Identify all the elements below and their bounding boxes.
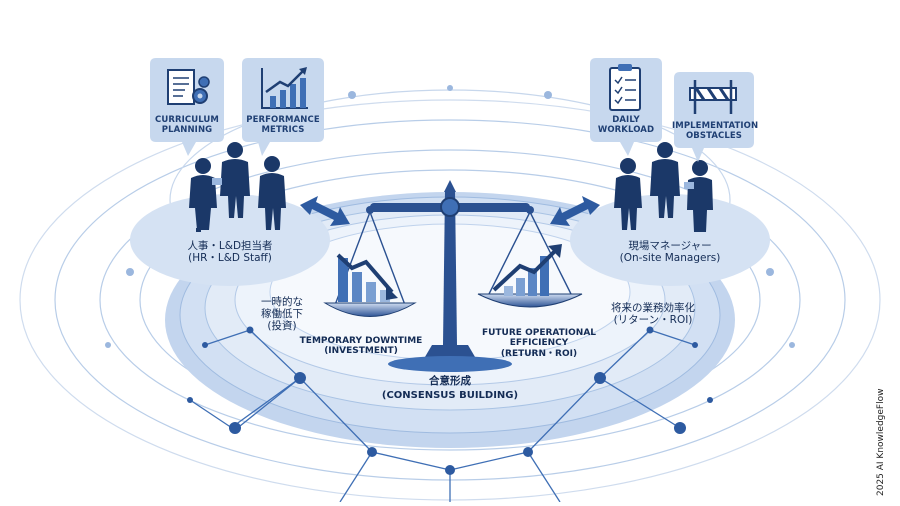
manager-group-platform bbox=[570, 194, 770, 286]
downtime-jp-label: 一時的な 稼働低下 (投資) bbox=[261, 296, 303, 333]
consensus-jp-label: 合意形成 bbox=[429, 375, 471, 387]
hr-staff-figures bbox=[189, 142, 286, 232]
callout-performance-label: PERFORMANCE METRICS bbox=[246, 115, 320, 135]
falling-bars-icon bbox=[336, 253, 398, 302]
credit-text: 2025 AI KnowledgeFlow bbox=[876, 388, 886, 496]
callout-implementation-label: IMPLEMENTATION OBSTACLES bbox=[672, 121, 759, 141]
document-gears-icon bbox=[167, 69, 210, 105]
callout-daily-label: DAILY WORKLOAD bbox=[597, 115, 655, 135]
downtime-en-label: TEMPORARY DOWNTIME (INVESTMENT) bbox=[299, 336, 423, 357]
tablet-icon bbox=[212, 178, 222, 185]
rising-bars-icon bbox=[492, 244, 562, 296]
callout-curriculum-label: CURRICULUM PLANNING bbox=[154, 115, 219, 135]
right-double-arrow bbox=[550, 196, 600, 226]
manager-figures bbox=[614, 142, 713, 232]
return-en-label: FUTURE OPERATIONAL EFFICIENCY (RETURN・RO… bbox=[481, 328, 597, 359]
manager-group-label: 現場マネージャー (On-site Managers) bbox=[619, 240, 721, 265]
hr-group-label: 人事・L&D担当者 (HR・L&D Staff) bbox=[187, 240, 273, 265]
rising-chart-icon bbox=[261, 67, 308, 109]
barrier-icon bbox=[689, 80, 737, 114]
network-nodes bbox=[187, 326, 713, 475]
ring-dots bbox=[105, 85, 795, 348]
tablet-icon-right bbox=[684, 182, 694, 189]
checklist-clipboard-icon bbox=[609, 64, 641, 111]
consensus-en-label: (CONSENSUS BUILDING) bbox=[381, 390, 519, 401]
callout-implementation bbox=[674, 72, 754, 162]
return-jp-label: 将来の業務効率化 (リターン・ROI) bbox=[611, 302, 695, 327]
balance-scale bbox=[323, 180, 583, 372]
left-double-arrow bbox=[300, 196, 350, 226]
